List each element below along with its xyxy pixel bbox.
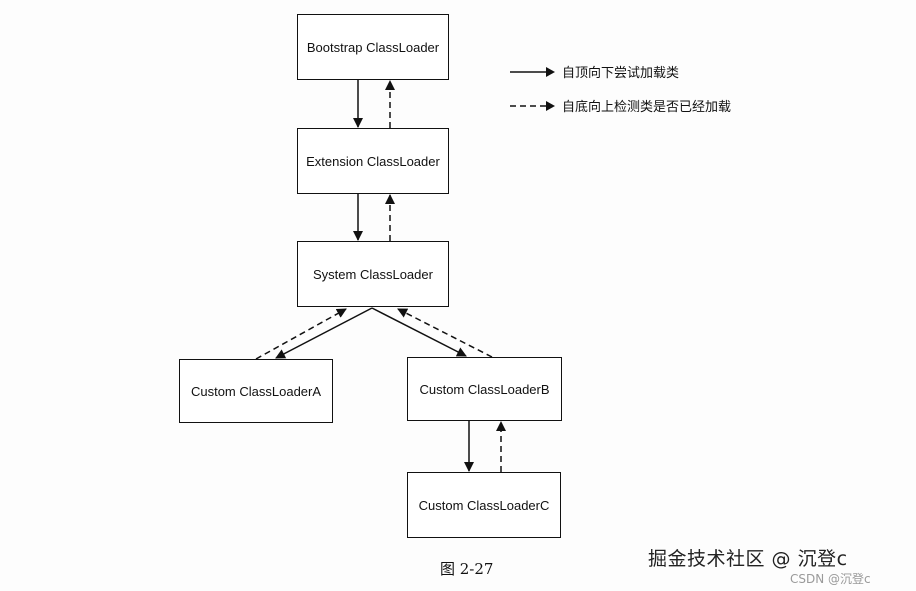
system-classloader-label: System ClassLoader	[313, 266, 433, 282]
extension-classloader-node: Extension ClassLoader	[297, 128, 449, 194]
edge-customA-to-system	[255, 308, 347, 360]
custom-classloader-b-label: Custom ClassLoaderB	[419, 381, 550, 397]
custom-classloader-a-label: Custom ClassLoaderA	[190, 383, 322, 399]
custom-classloader-a-node: Custom ClassLoaderA	[179, 359, 333, 423]
custom-classloader-b-node: Custom ClassLoaderB	[407, 357, 562, 421]
figure-caption: 图 2-27	[440, 560, 494, 578]
system-classloader-node: System ClassLoader	[297, 241, 449, 307]
legend-solid-row: 自顶向下尝试加载类	[508, 62, 679, 81]
legend-dashed-arrow-icon	[510, 100, 555, 111]
extension-classloader-label: Extension ClassLoader	[306, 153, 440, 169]
edge-customB-to-system	[397, 308, 493, 358]
legend-dashed-row: 自底向上检测类是否已经加载	[508, 96, 731, 115]
edge-system-to-customA	[275, 307, 373, 359]
edge-system-to-customB	[371, 307, 467, 357]
legend-solid-label: 自顶向下尝试加载类	[562, 66, 680, 81]
bootstrap-classloader-label: Bootstrap ClassLoader	[306, 39, 440, 55]
legend-solid-arrow-icon	[510, 66, 555, 77]
bootstrap-classloader-node: Bootstrap ClassLoader	[297, 14, 449, 80]
legend-dashed-label: 自底向上检测类是否已经加载	[562, 100, 732, 115]
custom-classloader-c-label: Custom ClassLoaderC	[418, 497, 550, 513]
custom-classloader-c-node: Custom ClassLoaderC	[407, 472, 561, 538]
watermark-juejin: 掘金技术社区 @ 沉登c	[648, 548, 848, 570]
watermark-csdn: CSDN @沉登c	[790, 572, 871, 586]
